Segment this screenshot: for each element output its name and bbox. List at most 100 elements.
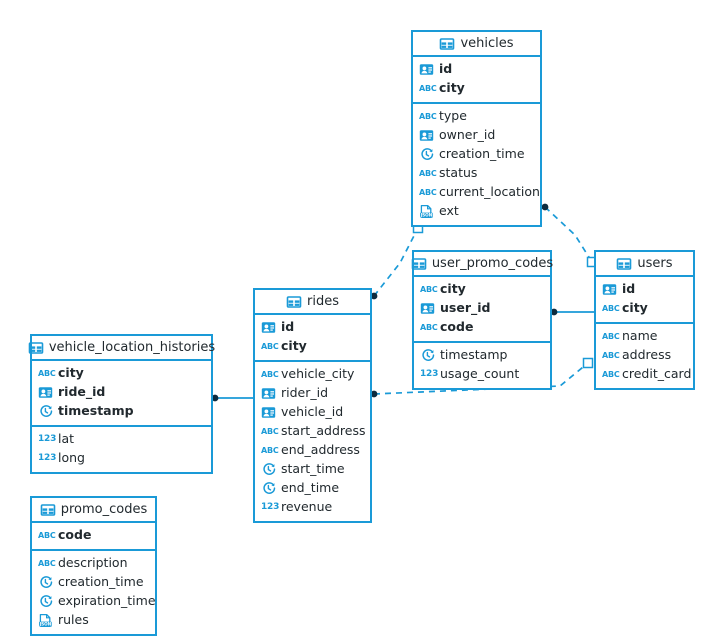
json-file-icon: JSON [38, 613, 53, 628]
abc-icon: ABC [261, 342, 279, 351]
field-label: city [439, 80, 465, 96]
entity-name-label: promo_codes [60, 502, 148, 517]
abc-icon: ABC [38, 559, 56, 568]
field-label: long [58, 450, 85, 466]
entity-title-user_promo_codes[interactable]: user_promo_codes [411, 252, 553, 277]
field-label: id [439, 61, 453, 77]
abc-icon: ABC [602, 332, 620, 341]
abc-icon: ABC [261, 370, 279, 379]
table-icon [439, 36, 455, 52]
clock-icon [261, 481, 276, 496]
entity-title-promo_codes[interactable]: promo_codes [32, 498, 155, 523]
id-card-icon [261, 386, 276, 401]
entity-name-label: rides [307, 294, 339, 309]
relationship-user-promo-codes-to-users[interactable] [550, 308, 594, 316]
field-row-id: id [413, 60, 540, 79]
abc-icon: ABC [420, 285, 438, 294]
entity-title-vehicle_location_histories[interactable]: vehicle_location_histories [28, 336, 215, 361]
123-icon: 123 [261, 502, 280, 512]
field-row-owner_id: owner_id [413, 126, 540, 145]
field-label: start_time [281, 461, 345, 477]
clock-icon [38, 594, 53, 609]
id-card-icon [419, 128, 434, 143]
entity-title-vehicles[interactable]: vehicles [413, 32, 540, 57]
field-row-ride_id: ride_id [32, 383, 211, 402]
field-label: start_address [281, 423, 366, 439]
field-label: credit_card [622, 366, 692, 382]
svg-text:JSON: JSON [420, 213, 433, 218]
field-row-user_id: user_id [414, 299, 550, 318]
field-row-id: id [255, 318, 370, 337]
table-icon [411, 256, 427, 272]
field-label: rider_id [281, 385, 329, 401]
clock-icon [38, 575, 53, 590]
svg-text:JSON: JSON [39, 622, 52, 627]
field-label: address [622, 347, 672, 363]
field-label: id [622, 281, 636, 297]
id-card-icon [420, 301, 435, 316]
field-label: end_time [281, 480, 340, 496]
123-icon: 123 [38, 453, 57, 463]
abc-icon: ABC [419, 112, 437, 121]
relationship-vehicle-location-histories-to-rides[interactable] [211, 394, 253, 402]
entity-title-users[interactable]: users [596, 252, 693, 277]
table-icon [28, 340, 44, 356]
abc-icon: ABC [602, 370, 620, 379]
abc-icon: ABC [602, 351, 620, 360]
abc-icon: ABC [419, 188, 437, 197]
field-label: description [58, 555, 128, 571]
field-label: current_location [439, 184, 540, 200]
field-row-ext: JSON ext [413, 202, 540, 221]
table-icon [40, 502, 56, 518]
id-card-icon [419, 62, 434, 77]
id-card-icon [38, 385, 53, 400]
field-label: lat [58, 431, 75, 447]
entity-title-rides[interactable]: rides [255, 290, 370, 315]
field-row-rider_id: rider_id [255, 384, 370, 403]
field-label: ext [439, 203, 459, 219]
field-row-start_time: start_time [255, 460, 370, 479]
field-label: code [440, 319, 474, 335]
field-label: expiration_time [58, 593, 156, 609]
field-row-vehicle_id: vehicle_id [255, 403, 370, 422]
field-label: timestamp [58, 403, 134, 419]
abc-icon: ABC [419, 84, 437, 93]
table-icon [286, 294, 302, 310]
field-row-id: id [596, 280, 693, 299]
id-card-icon [261, 405, 276, 420]
field-label: ride_id [58, 384, 106, 400]
relationship-source-dot [541, 203, 549, 211]
